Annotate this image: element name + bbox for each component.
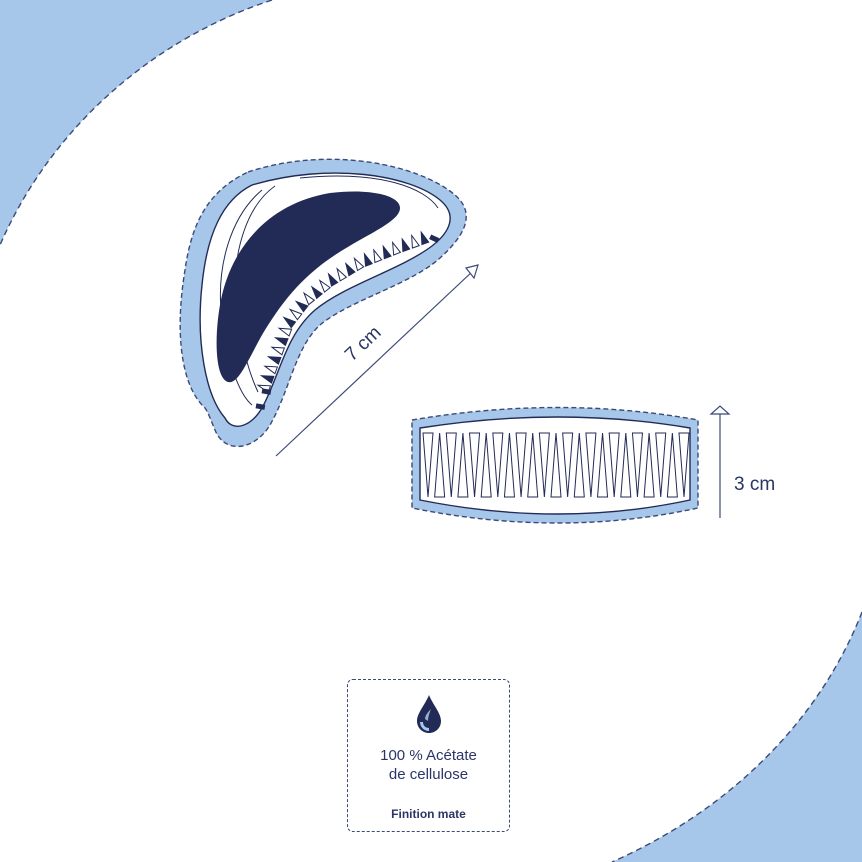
material-label: 100 % Acétate de cellulose bbox=[380, 747, 477, 783]
material-info-card: 100 % Acétate de cellulose Finition mate bbox=[347, 679, 510, 832]
clip-angled-tooth bbox=[344, 261, 356, 277]
clip-flat-tooth bbox=[597, 432, 609, 498]
clip-angled-navy-inset bbox=[216, 191, 400, 383]
background-bottom-right-blob bbox=[612, 612, 862, 862]
clip-angled-tooth bbox=[282, 316, 297, 329]
clip-pin-middle bbox=[261, 388, 272, 395]
clip-angled-tooth bbox=[336, 267, 348, 282]
clip-angled-tooth bbox=[259, 375, 275, 384]
clip-flat-tooth bbox=[608, 432, 620, 498]
clip-angled-tooth bbox=[373, 248, 383, 264]
clip-flat-tooth bbox=[655, 432, 667, 498]
clip-angled-tooth bbox=[327, 272, 339, 287]
clip-angled-tooth bbox=[270, 346, 286, 356]
clip-angled-tooth bbox=[363, 252, 374, 267]
finish-label: Finition mate bbox=[391, 807, 466, 821]
hair-clip-flat-view bbox=[411, 406, 699, 524]
clip-angled-tooth bbox=[382, 244, 392, 260]
clip-angled-tooth bbox=[266, 356, 282, 366]
clip-angled-tooth bbox=[401, 237, 411, 253]
clip-flat-tooth bbox=[445, 432, 457, 498]
clip-flat-tooth bbox=[631, 432, 643, 498]
clip-pin-bottom bbox=[255, 403, 266, 410]
clip-flat-tooth bbox=[585, 432, 597, 498]
length-arrow-line bbox=[275, 269, 475, 457]
clip-angled-tooth bbox=[288, 308, 303, 321]
clip-angled-tooth bbox=[273, 337, 289, 347]
clip-angled-tooth bbox=[310, 285, 324, 300]
clip-flat-tooth bbox=[527, 432, 539, 498]
height-arrow-head bbox=[709, 405, 731, 415]
clip-flat-tooth bbox=[469, 432, 481, 498]
clip-flat-tooth bbox=[434, 432, 446, 498]
clip-pin-top bbox=[429, 234, 440, 243]
water-drop-icon bbox=[417, 695, 441, 733]
clip-angled-tooth bbox=[420, 230, 430, 246]
clip-flat-tooth bbox=[550, 432, 562, 498]
clip-angled-contour-3 bbox=[299, 175, 439, 209]
clip-flat-tooth bbox=[492, 432, 504, 498]
background-bottom-right-border bbox=[611, 611, 862, 862]
background-top-left-border bbox=[0, 0, 273, 246]
clip-flat-tooth bbox=[515, 432, 527, 498]
clip-flat-tooth bbox=[503, 432, 515, 498]
clip-angled-tooth bbox=[263, 365, 279, 375]
clip-flat-tooth bbox=[573, 432, 585, 498]
clip-angled-tooth bbox=[302, 291, 316, 306]
clip-flat-teeth bbox=[422, 432, 690, 498]
clip-flat-tooth bbox=[480, 432, 492, 498]
clip-angled-tooth bbox=[353, 256, 365, 272]
clip-angled-tooth bbox=[411, 233, 421, 249]
clip-flat-tooth bbox=[538, 432, 550, 498]
clip-angled-tooth bbox=[318, 279, 331, 293]
clip-flat-tooth bbox=[666, 432, 678, 498]
clip-flat-tooth bbox=[422, 432, 434, 498]
clip-flat-tooth bbox=[457, 432, 469, 498]
clip-angled-tooth bbox=[391, 240, 402, 256]
clip-flat-tooth bbox=[643, 432, 655, 498]
clip-angled-tooth bbox=[294, 300, 309, 313]
clip-flat-tooth bbox=[678, 432, 690, 498]
length-arrow-head bbox=[464, 264, 479, 280]
height-label: 3 cm bbox=[734, 474, 775, 495]
hair-clip-angled-view bbox=[179, 158, 467, 447]
background-top-left-blob bbox=[0, 0, 272, 245]
clip-flat-tooth bbox=[562, 432, 574, 498]
height-dimension: 3 cm bbox=[709, 405, 775, 518]
clip-flat-tooth bbox=[620, 432, 632, 498]
clip-angled-tooth bbox=[277, 327, 293, 337]
